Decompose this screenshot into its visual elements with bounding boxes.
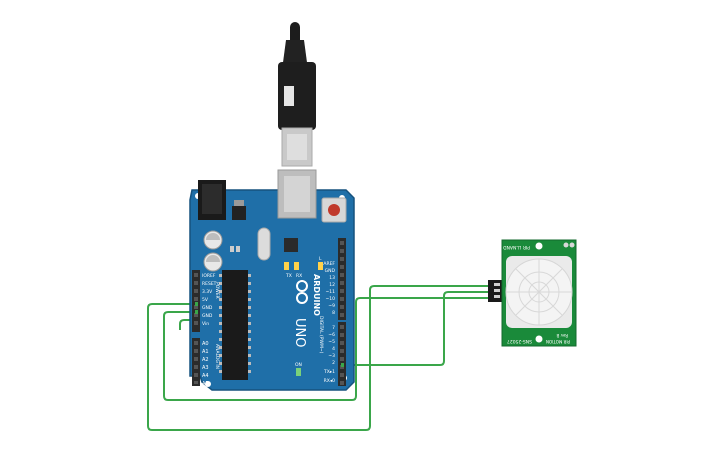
mount-hole-icon — [205, 381, 211, 387]
atmega-chip — [222, 270, 248, 380]
analog-pin-labels: A0 A1 A2 A3 A4 A5 — [202, 341, 209, 387]
pin-label-gnd: GND — [325, 268, 336, 274]
usb-metal-inner — [287, 134, 307, 160]
pin-label-d4: 4 — [332, 346, 335, 352]
pin-label-d8: 8 — [332, 310, 335, 316]
pir-bottom-label: SNS-25027 — [507, 338, 532, 344]
capacitor-top-icon — [206, 255, 220, 262]
pin-label-d6: ~6 — [328, 332, 335, 338]
led-l-label: L — [319, 256, 322, 262]
wire-5v[interactable] — [147, 285, 494, 431]
chip-pins — [219, 274, 251, 373]
pin-label-a2: A2 — [202, 357, 209, 363]
arduino-logo-icon — [296, 280, 308, 304]
mount-hole-icon — [535, 335, 543, 343]
digital-header-low — [338, 322, 346, 386]
power-header-title: POWER — [214, 282, 220, 299]
regulator-tab — [234, 200, 244, 206]
reset-button-cap-icon — [328, 204, 340, 216]
pir-bottom-sub: PIR MOTION — [546, 339, 570, 344]
pir-top-label: PIR LLNAND — [503, 244, 530, 250]
pir-pin-vcc — [494, 283, 500, 286]
pir-pin-out — [494, 289, 500, 292]
wire-endpoints — [195, 302, 344, 367]
mount-hole-icon — [535, 242, 543, 250]
pin-label-d3: ~3 — [328, 353, 335, 359]
pin-label-3v3: 3.3V — [202, 289, 213, 295]
wire-gnd-stub — [179, 319, 196, 330]
pin-label-reset: RESET — [202, 281, 217, 287]
pir-pin-gnd — [494, 295, 500, 298]
pin-label-ioref: IOREF — [202, 273, 216, 279]
pin-label-d5: ~5 — [328, 339, 335, 345]
usb-plug-body — [278, 62, 316, 130]
led-rx-icon — [294, 262, 299, 270]
crystal-oscillator — [257, 227, 271, 261]
digital-header-high — [338, 238, 346, 320]
analog-header-pins — [194, 341, 198, 384]
pin-label-a3: A3 — [202, 365, 209, 371]
pir-sensor[interactable]: PIR LLNAND SNS-25027 PIR MOTION Rev B — [488, 239, 577, 347]
board-brand: ARDUINO — [312, 274, 321, 316]
pin-label-a0: A0 — [202, 341, 209, 347]
analog-header-title: ANALOG IN — [214, 344, 220, 369]
pin-label-d10: ~10 — [326, 296, 336, 302]
wire-signal-d2[interactable] — [342, 291, 494, 366]
smd-part — [230, 246, 234, 252]
usb-socket-inner — [284, 176, 310, 212]
pin-label-d13: 13 — [329, 275, 335, 281]
led-rx-label: RX — [296, 273, 302, 279]
voltage-regulator — [232, 206, 246, 220]
analog-header — [192, 338, 200, 386]
led-tx-icon — [284, 262, 289, 270]
power-pin-labels: IOREF RESET 3.3V 5V GND GND Vin — [202, 273, 217, 327]
led-tx-label: TX — [285, 273, 292, 279]
pin-label-a5: A5 — [202, 381, 209, 387]
pin-label-d11: ~11 — [326, 289, 336, 295]
digital-header-pins — [340, 241, 344, 385]
wire-gnd[interactable] — [163, 297, 494, 401]
pin-label-aref: AREF — [323, 261, 335, 267]
pin-label-d7: 7 — [332, 325, 335, 331]
pin-label-d0: RX◂0 — [324, 378, 335, 384]
usb-cable[interactable] — [278, 22, 316, 167]
pin-label-d2: 2 — [332, 360, 335, 366]
wires — [147, 285, 494, 431]
usb-controller-chip — [284, 238, 298, 252]
pin-label-a1: A1 — [202, 349, 209, 355]
pin-label-5v: 5V — [202, 297, 209, 303]
led-l-icon — [318, 262, 323, 270]
pin-label-a4: A4 — [202, 373, 209, 379]
pin-label-gnd1: GND — [202, 305, 213, 311]
pir-pot-icon — [563, 242, 569, 248]
led-on-label: ON — [295, 362, 302, 368]
pin-label-gnd2: GND — [202, 313, 213, 319]
board-model: UNO — [292, 318, 307, 347]
pir-side-label: Rev B — [556, 333, 568, 338]
capacitor-top-icon — [206, 233, 220, 240]
power-header-pins — [194, 273, 198, 325]
digital-pin-labels: AREF GND 13 12 ~11 ~10 ~9 8 7 ~6 ~5 4 ~3… — [323, 261, 335, 384]
pin-label-d1: TX▸1 — [323, 369, 335, 375]
usb-logo-icon — [284, 86, 294, 106]
dc-power-jack-inner — [202, 184, 222, 214]
led-on-icon — [296, 368, 301, 376]
arduino-uno-board[interactable]: TX RX L ON ARDUINO U — [189, 169, 355, 391]
pir-fresnel-facets-icon — [506, 259, 572, 325]
pin-label-d12: 12 — [329, 282, 335, 288]
pin-label-vin: Vin — [202, 321, 209, 327]
smd-part — [236, 246, 240, 252]
pin-label-d9: ~9 — [328, 303, 335, 309]
digital-header-title: DIGITAL (PWM~) — [318, 316, 324, 354]
pir-pot-icon — [569, 242, 575, 248]
